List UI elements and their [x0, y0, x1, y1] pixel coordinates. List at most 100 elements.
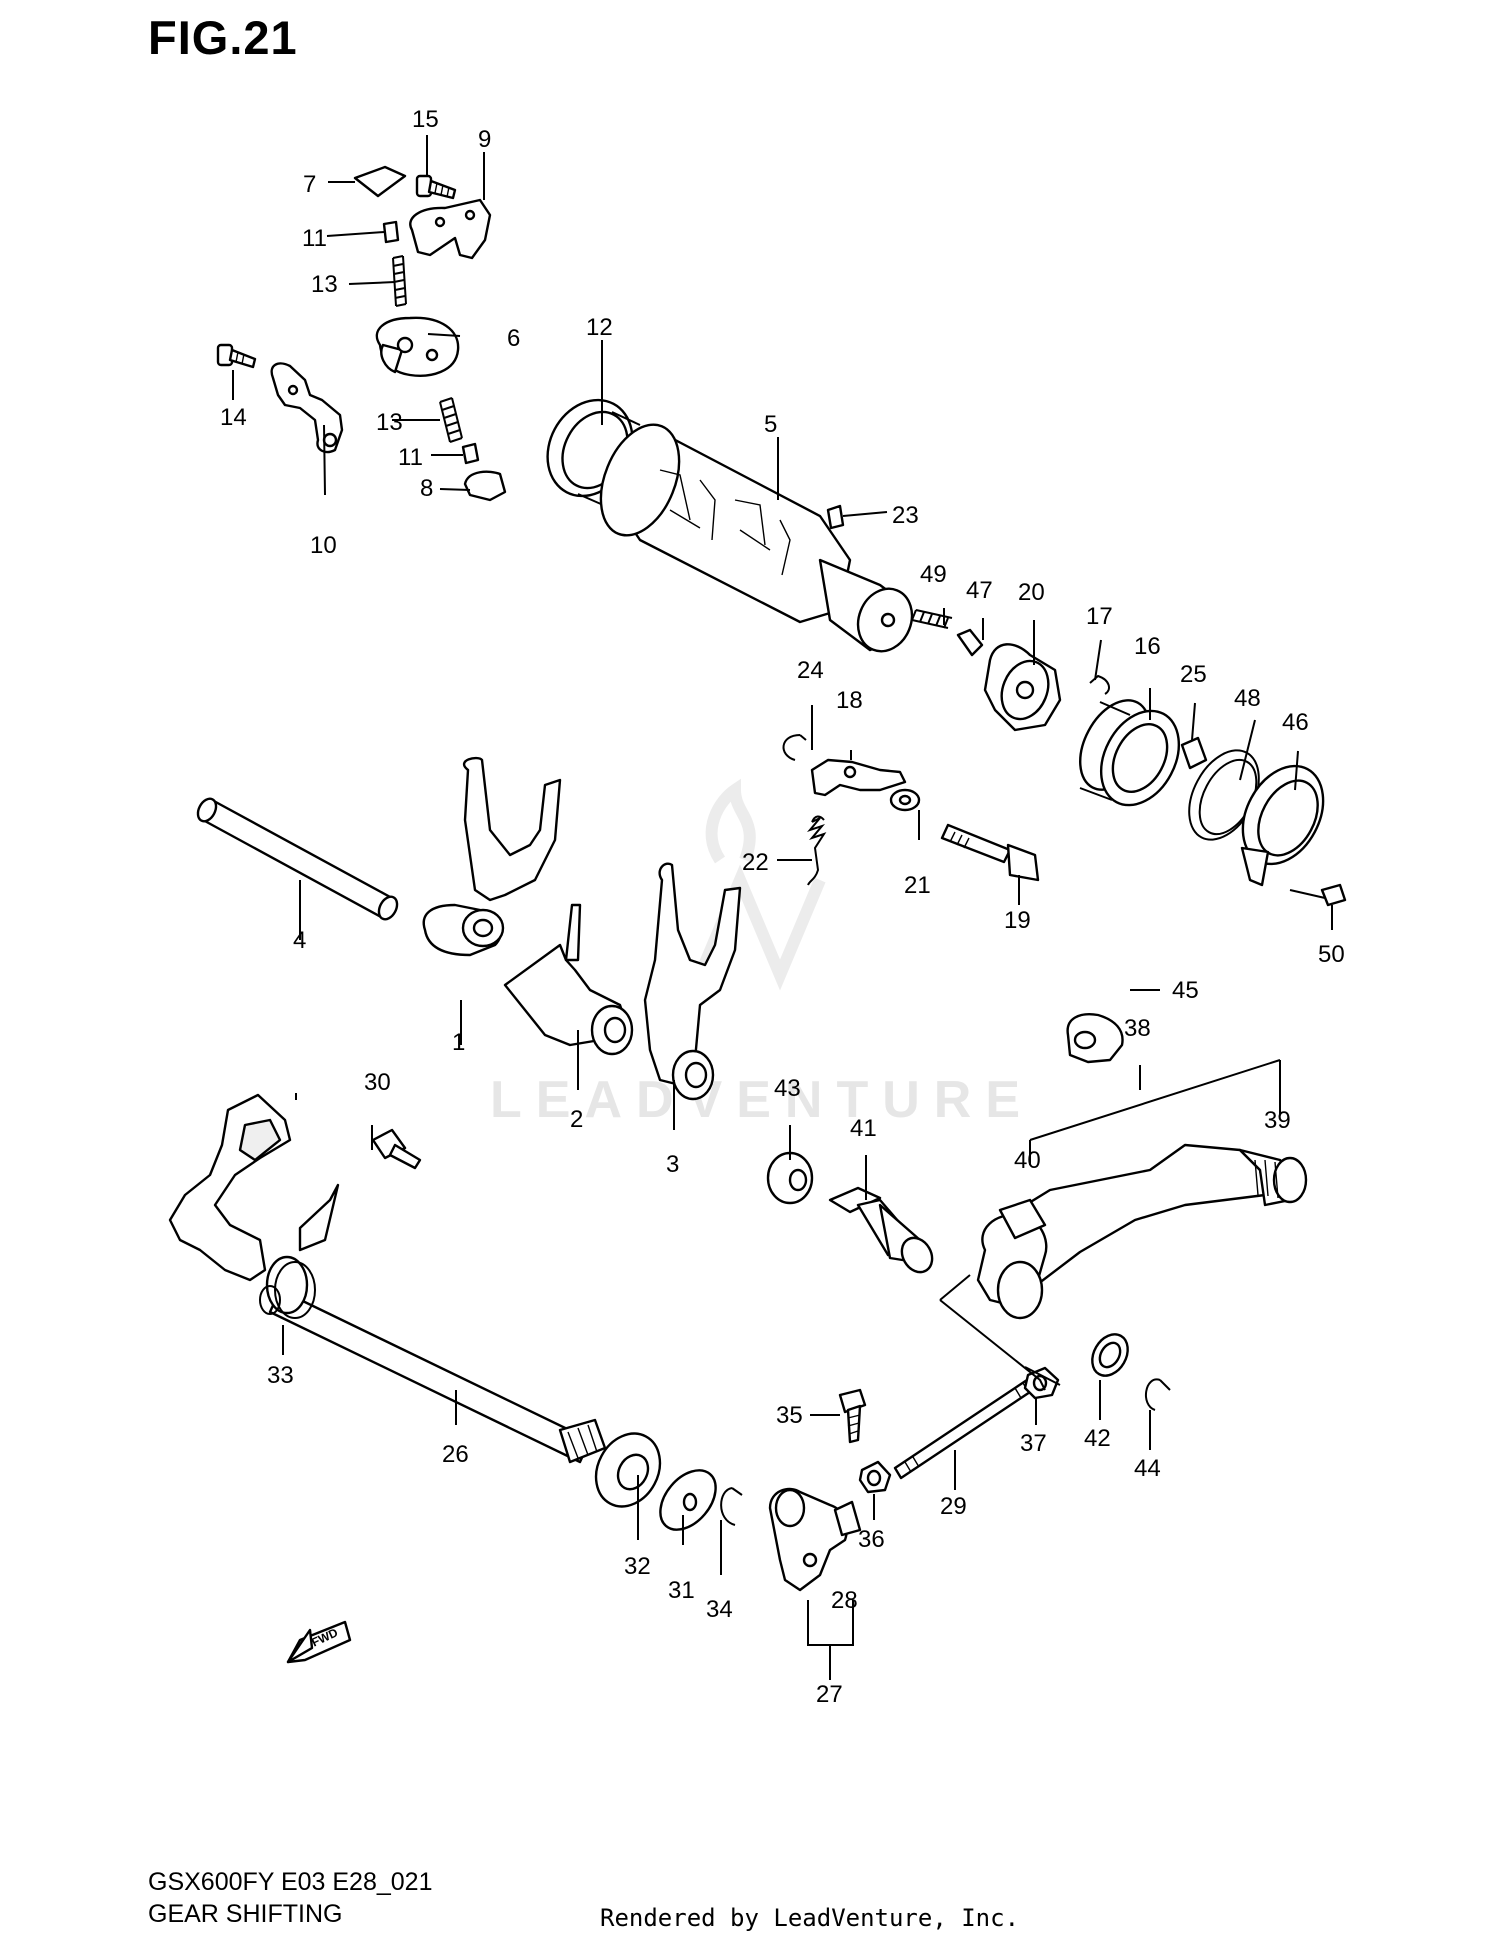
part-11-pin-lower — [461, 442, 480, 465]
callout-48: 48 — [1234, 685, 1261, 712]
part-49-spring — [911, 609, 953, 629]
callout-38: 38 — [1124, 1015, 1151, 1042]
part-20-cam-plate — [983, 643, 1062, 732]
callout-31: 31 — [668, 1577, 695, 1604]
callout-3: 3 — [666, 1151, 679, 1178]
callout-9: 9 — [478, 126, 491, 153]
callout-20: 20 — [1018, 579, 1045, 606]
part-16-bearing — [1079, 699, 1181, 807]
part-29-rod — [893, 1376, 1038, 1480]
part-13-spring-lower — [439, 397, 463, 443]
part-46-cover — [1240, 764, 1325, 887]
part-22-spring — [806, 815, 827, 886]
part-27-arm — [768, 1487, 849, 1592]
part-5-shift-drum — [599, 423, 914, 653]
callout-34: 34 — [706, 1596, 733, 1623]
callout-45: 45 — [1172, 977, 1199, 1004]
part-41-pivot-bolt — [828, 1186, 934, 1274]
part-7-plate — [353, 165, 407, 198]
leader-lines — [232, 135, 1333, 1680]
callout-labels: 1 2 3 4 5 6 7 8 9 10 11 11 12 13 13 14 1… — [220, 106, 1345, 1708]
callout-21: 21 — [904, 872, 931, 899]
callout-7: 7 — [303, 171, 316, 198]
callout-4: 4 — [293, 927, 306, 954]
part-44-circlip — [1145, 1378, 1171, 1411]
part-34-circlip — [720, 1487, 743, 1526]
callout-23: 23 — [892, 502, 919, 529]
callout-27: 27 — [816, 1681, 843, 1708]
callout-47: 47 — [966, 577, 993, 604]
callout-28: 28 — [831, 1587, 858, 1614]
callout-22: 22 — [742, 849, 769, 876]
callout-1: 1 — [452, 1029, 465, 1056]
figure-subtitle: GEAR SHIFTING — [148, 1900, 343, 1928]
part-2-fork — [503, 903, 634, 1056]
part-45-rubber — [1066, 1013, 1124, 1064]
callout-2: 2 — [570, 1106, 583, 1133]
part-35-bolt — [838, 1388, 867, 1444]
callout-15: 15 — [412, 106, 439, 133]
part-13-spring-top — [392, 255, 407, 307]
part-32-oil-seal — [594, 1432, 662, 1508]
callout-17: 17 — [1086, 603, 1113, 630]
part-30-bolt — [371, 1128, 422, 1170]
callout-12: 12 — [586, 314, 613, 341]
callout-43: 43 — [774, 1075, 801, 1102]
render-credit: Rendered by LeadVenture, Inc. — [600, 1904, 1020, 1932]
part-40-bolt — [998, 1198, 1047, 1240]
callout-49: 49 — [920, 561, 947, 588]
callout-32: 32 — [624, 1553, 651, 1580]
part-23-pin — [826, 504, 845, 530]
callout-29: 29 — [940, 1493, 967, 1520]
callout-13a: 13 — [311, 271, 338, 298]
part-19-bolt — [940, 823, 1040, 882]
callout-30: 30 — [364, 1069, 391, 1096]
callout-8: 8 — [420, 475, 433, 502]
part-9-bracket — [409, 198, 492, 260]
part-25-retainer — [1180, 736, 1208, 770]
callout-39: 39 — [1264, 1107, 1291, 1134]
part-39-shift-lever — [939, 1143, 1308, 1391]
part-17-clip — [1089, 674, 1111, 695]
part-10-stopper-arm — [270, 362, 344, 454]
part-8-plate — [463, 470, 507, 502]
model-code: GSX600FY E03 E28_021 — [148, 1868, 433, 1896]
callout-25: 25 — [1180, 661, 1207, 688]
part-21-washer — [889, 788, 921, 812]
part-18-lever — [810, 758, 907, 797]
part-1-fork — [422, 756, 562, 957]
callout-16: 16 — [1134, 633, 1161, 660]
callout-5: 5 — [764, 411, 777, 438]
callout-41: 41 — [850, 1115, 877, 1142]
part-43-nut — [766, 1151, 814, 1205]
callout-11a: 11 — [302, 225, 327, 252]
callout-44: 44 — [1134, 1455, 1161, 1482]
part-31-washer — [659, 1469, 717, 1531]
callout-36: 36 — [858, 1526, 885, 1553]
callout-13b: 13 — [376, 409, 403, 436]
callout-26: 26 — [442, 1441, 469, 1468]
callout-6: 6 — [507, 325, 520, 352]
part-50-bolt — [1289, 883, 1347, 907]
part-6-stopper-cam — [375, 316, 460, 377]
callout-42: 42 — [1084, 1425, 1111, 1452]
part-28-pin — [833, 1500, 862, 1537]
figure-title: FIG.21 — [148, 11, 298, 64]
callout-40: 40 — [1014, 1147, 1041, 1174]
part-14-bolt — [216, 343, 257, 369]
part-36-nut — [858, 1460, 892, 1494]
callout-35: 35 — [776, 1402, 803, 1429]
callout-10: 10 — [310, 532, 337, 559]
callout-37: 37 — [1020, 1430, 1047, 1457]
callout-50: 50 — [1318, 941, 1345, 968]
callout-14: 14 — [220, 404, 247, 431]
part-11-pin-top — [382, 220, 400, 244]
part-4-fork-shaft — [196, 797, 399, 921]
callout-11b: 11 — [398, 444, 423, 471]
callout-24: 24 — [797, 657, 824, 684]
callout-18: 18 — [836, 687, 863, 714]
part-26-shaft — [168, 1093, 607, 1464]
callout-46: 46 — [1282, 709, 1309, 736]
part-15-screw — [415, 174, 457, 200]
